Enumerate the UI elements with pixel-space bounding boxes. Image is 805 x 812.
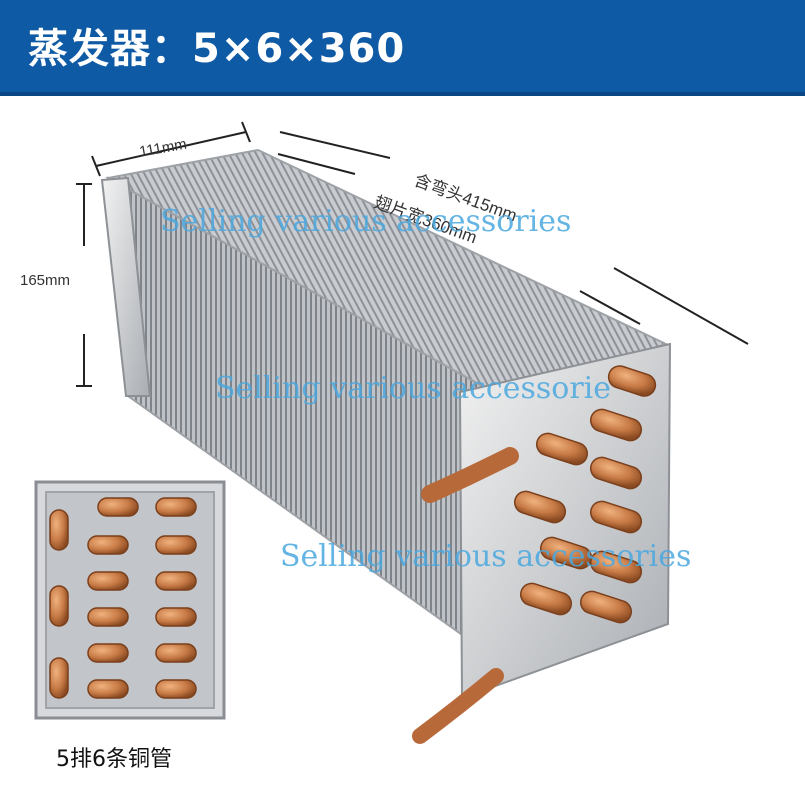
outlet-pipe [412,668,504,744]
left-end-plate [100,176,152,397]
inset-tube-plate [34,480,226,720]
inlet-pipe [421,447,519,503]
header-title: 蒸发器：5×6×360 [28,26,406,72]
dimension-lines [76,121,749,387]
evaporator-illustration [34,121,749,744]
inset-caption: 5排6条铜管 [56,747,172,772]
copper-u-bends [513,365,657,624]
height-label: 165mm [20,272,71,289]
watermark-text: Selling various accessories [280,539,692,574]
watermark-text: Selling various accessorie [215,371,612,406]
product-photo: 111mm 165mm 含弯头415mm 翅片宽360mm Selling va… [0,96,805,808]
header-banner: 蒸发器：5×6×360 [0,0,805,96]
watermark-text: Selling various accessories [160,204,572,239]
